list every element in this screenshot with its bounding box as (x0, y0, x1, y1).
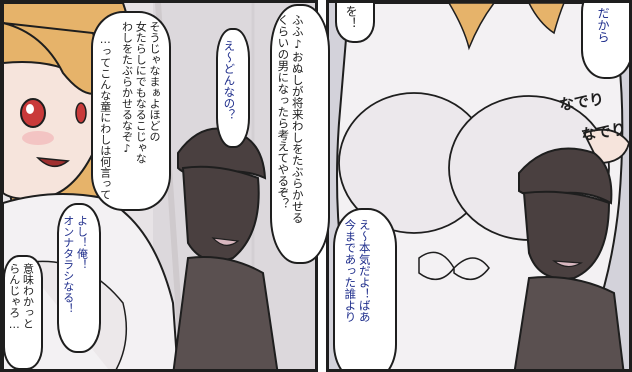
left-panel: そうじゃなまぁよほどの 女たらしにでもなるこじゃな わしをたぶらかせるなぞ♪ …… (0, 0, 318, 372)
speech-bubble-top-left (335, 3, 375, 43)
boy-reply: よし！俺！ オンナタラシなる！ (61, 215, 89, 314)
girl-tease: ふふ♪おぬしが将来わしをたぶらかせる くらいの男になったら考えてやるぞ？ (276, 14, 305, 224)
girl-retort: 意味わかっと らんじゃろ… (7, 263, 35, 331)
boy-face-right (522, 190, 611, 280)
speech-bubble-top-right (581, 3, 629, 79)
girl-eye (20, 98, 46, 128)
top-fragment-1: を！ (344, 5, 358, 29)
top-fragment-2: だから (596, 7, 610, 43)
right-panel: を！ だから なでり なでり え～本気だよ！ばあ 今まであった誰より (326, 0, 632, 372)
right-panel-art (329, 3, 629, 369)
woman-hair (448, 3, 495, 51)
boy-body (172, 256, 279, 369)
speech-bubble-question (216, 28, 250, 148)
speech-bubble-boy (57, 203, 101, 353)
speech-bubble-tease (270, 4, 330, 264)
girl-line-2: …ってこんな童にわしは何言って (98, 33, 112, 200)
speech-bubble-girl (91, 11, 171, 211)
girl-line-1: そうじゃなまぁよほどの 女たらしにでもなるこじゃな わしをたぶらかせるなぞ♪ (120, 21, 162, 164)
speech-bubble-retort (3, 255, 43, 369)
speech-bubble-promise (333, 208, 397, 369)
boy-body-right (513, 276, 625, 369)
boy-question: え～どんなの？ (222, 40, 237, 121)
boy-promise: え～本気だよ！ばあ 今まであった誰より (343, 219, 372, 323)
